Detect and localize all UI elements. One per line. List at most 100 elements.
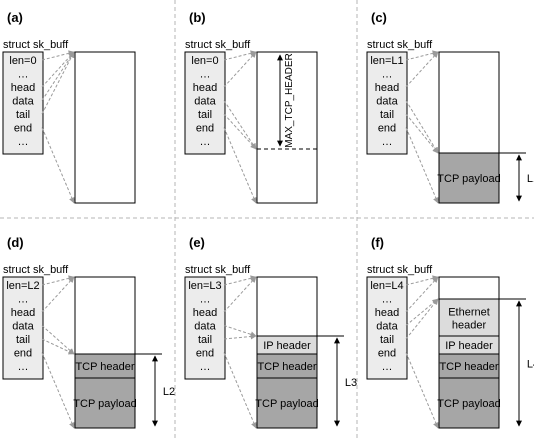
reserve-label: MAX_TCP_HEADER [284,53,295,147]
panel-label: (f) [371,235,384,250]
segment-label: TCP payload [255,398,318,410]
buffer-segment [438,298,500,337]
sk-buff-struct-box [2,276,44,380]
struct-field: … [382,69,393,81]
struct-field: … [382,294,393,306]
pointer-tail [405,298,439,340]
segment-label: TCP payload [437,173,500,185]
pointer-data [405,298,439,326]
pointer-tail [41,51,75,115]
struct-field: end [196,123,214,135]
struct-field: len=L3 [188,280,221,292]
buffer-segment [256,353,318,379]
struct-field: … [200,69,211,81]
pointer-tail [41,338,75,355]
struct-field: tail [380,109,394,121]
struct-field: data [12,96,34,108]
panel-c: (c)struct sk_bufflen=L1…headdatatailend…… [366,10,534,204]
panel-label: (b) [189,10,206,25]
pointer-end [405,127,439,204]
struct-field: … [18,136,29,148]
struct-field: len=0 [9,55,36,67]
pointer-len [405,275,439,286]
struct-field: … [200,136,211,148]
buffer-segment [438,152,500,204]
pointer-data [223,325,257,338]
struct-field: … [382,361,393,373]
length-label: L2 [163,386,175,398]
panels: (a)struct sk_bufflen=0…headdatatailend…(… [2,10,534,429]
struct-field: data [12,321,34,333]
struct-field: len=L4 [370,280,403,292]
panel-label: (e) [189,235,205,250]
pointer-len [405,50,439,61]
segment-label: TCP payload [437,398,500,410]
struct-field: tail [198,109,212,121]
sk-buff-struct-box [184,276,226,380]
struct-field: len=L2 [6,280,39,292]
struct-field: head [375,307,399,319]
pointer-data [41,325,75,355]
struct-title: struct sk_buff [185,39,251,51]
panel-label: (d) [7,235,24,250]
struct-field: head [11,307,35,319]
struct-field: data [194,96,216,108]
panel-f: (f)struct sk_bufflen=L4…headdatatailend…… [366,235,534,429]
length-label: L4 [527,359,534,371]
struct-field: … [200,294,211,306]
struct-title: struct sk_buff [367,39,433,51]
struct-title: struct sk_buff [185,264,251,276]
pointer-end [41,127,75,204]
struct-field: tail [16,109,30,121]
pointer-head [41,276,75,313]
struct-field: head [193,307,217,319]
pointer-len [41,275,75,286]
sk-buff-struct-box [366,51,408,155]
panel-label: (c) [371,10,387,25]
struct-field: … [18,361,29,373]
segment-label: TCP header [439,361,498,373]
segment-label: TCP payload [73,398,136,410]
pointer-end [223,127,257,204]
pointer-len [41,50,75,61]
buffer-box [74,51,136,204]
sk-buff-struct-box [184,51,226,155]
pointer-data [405,100,439,154]
pointer-tail [405,113,439,154]
pointer-data [223,100,257,150]
sk-buff-struct-box [366,276,408,380]
pointer-tail [223,113,257,150]
length-label: L1 [527,173,534,185]
buffer-segment [438,377,500,429]
segment-label: IP header [263,340,311,352]
buffer-segment [256,377,318,429]
struct-field: tail [198,334,212,346]
sk-buff-struct-box [2,51,44,155]
struct-field: end [378,348,396,360]
struct-field: … [382,136,393,148]
segment-label: header [452,320,487,332]
pointer-head [405,276,439,313]
struct-title: struct sk_buff [3,264,69,276]
panel-e: (e)struct sk_bufflen=L3…headdatatailend…… [184,235,357,429]
pointer-end [405,352,439,429]
struct-field: head [11,82,35,94]
segment-label: TCP header [257,361,316,373]
struct-field: len=0 [191,55,218,67]
segment-label: Ethernet [448,307,490,319]
struct-field: … [18,294,29,306]
panel-b: (b)struct sk_bufflen=0…headdatatailend…M… [184,10,318,204]
struct-field: … [18,69,29,81]
pointer-head [223,51,257,88]
pointer-end [41,352,75,429]
pointer-head [223,276,257,313]
struct-title: struct sk_buff [367,264,433,276]
pointer-data [41,51,75,101]
pointer-end [223,352,257,429]
panel-label: (a) [7,10,23,25]
struct-field: data [376,321,398,333]
pointer-tail [223,333,257,340]
struct-field: … [200,361,211,373]
